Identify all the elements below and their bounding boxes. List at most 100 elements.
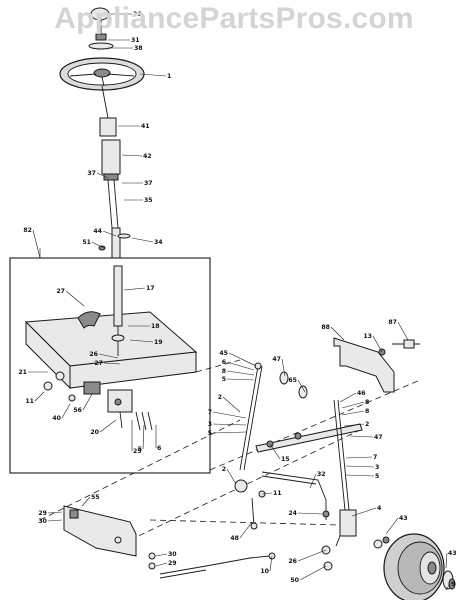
callout-leader (226, 468, 237, 485)
callout-c-87: 87 (388, 319, 409, 341)
callout-label: 35 (144, 197, 153, 204)
callout-label: 7 (208, 409, 212, 416)
callout-leader (297, 379, 306, 393)
callout-leader (343, 423, 365, 427)
callout-c-55: 55 (81, 494, 100, 507)
callout-c-2b: 2 (343, 421, 369, 428)
callout-leader (47, 511, 63, 514)
callout-c-27b: 27 (94, 360, 121, 367)
callout-c-11a: 11 (25, 391, 45, 405)
callout-c-9: 9 (445, 581, 455, 591)
callout-c-25: 25 (131, 420, 142, 455)
callout-leader (269, 443, 281, 460)
callout-leader (129, 339, 154, 343)
callout-c-47b: 47 (349, 434, 383, 441)
callout-label: 36 (133, 11, 142, 18)
callout-c-7b: 7 (345, 454, 377, 461)
front-bracket (63, 505, 156, 570)
alignment-lines (39, 359, 421, 541)
callout-c-37b: 37 (122, 180, 153, 187)
callout-c-26a: 26 (89, 351, 119, 359)
callout-c-43a: 43 (385, 515, 408, 535)
callout-c-11b: 11 (261, 490, 282, 497)
callout-c-65: 65 (288, 377, 306, 393)
callout-label: 38 (134, 45, 143, 52)
callout-label: 37 (87, 170, 96, 177)
callout-leader (82, 393, 93, 411)
callout-label: 20 (90, 429, 99, 436)
callout-label: 44 (93, 228, 102, 235)
callout-c-6a: 6 (155, 425, 161, 452)
callout-leader (261, 492, 273, 495)
callout-leader (351, 507, 377, 517)
callout-label: 8 (365, 399, 369, 406)
callout-c-21: 21 (18, 369, 48, 376)
callout-c-20: 20 (90, 419, 117, 436)
callout-label: 46 (357, 390, 366, 397)
callout-c-38: 38 (108, 45, 143, 52)
callout-leader (339, 392, 357, 403)
callout-leader (139, 73, 167, 77)
callout-label: 4 (377, 505, 382, 512)
callout-label: 87 (388, 319, 397, 326)
callout-c-5b: 5 (222, 376, 255, 383)
callout-leader (309, 473, 317, 489)
callout-c-18: 18 (128, 323, 160, 330)
callout-leader (212, 431, 247, 434)
callout-leader (330, 326, 345, 341)
callout-label: 41 (141, 123, 150, 130)
callout-c-44: 44 (93, 228, 117, 237)
callout-label: 29 (168, 560, 177, 567)
callout-leader (239, 521, 253, 539)
callout-leader (61, 403, 71, 419)
callout-c-5a: 5 (138, 424, 145, 453)
callout-c-30b: 30 (155, 551, 177, 558)
callout-label: 30 (168, 551, 177, 558)
callout-c-19: 19 (129, 339, 163, 346)
callout-leader (155, 562, 168, 567)
callout-leader (345, 456, 373, 459)
callout-leader (103, 362, 121, 365)
callout-c-29b: 29 (155, 560, 177, 567)
callout-label: 2 (222, 466, 226, 473)
callout-leader (212, 423, 247, 426)
callout-leader (121, 154, 143, 157)
callout-c-4: 4 (351, 505, 382, 517)
callout-label: 3 (208, 421, 212, 428)
callout-label: 15 (281, 456, 290, 463)
callout-label: 43 (399, 515, 408, 522)
callout-c-27a: 27 (56, 288, 85, 307)
callout-leader (47, 519, 63, 522)
callout-leader (222, 396, 241, 413)
callout-label: 11 (25, 398, 34, 405)
callout-c-37a: 37 (87, 170, 109, 179)
callout-label: 10 (260, 568, 269, 575)
callout-c-46: 46 (339, 390, 366, 403)
callout-label: 3 (375, 464, 379, 471)
callout-label: 82 (23, 227, 32, 234)
callout-leader (445, 552, 448, 569)
callout-leader (341, 401, 365, 409)
callout-leader (349, 435, 374, 438)
callout-label: 21 (18, 369, 27, 376)
callout-c-43b: 43 (445, 550, 457, 569)
callout-label: 13 (363, 333, 372, 340)
callout-leader (34, 391, 45, 402)
callout-c-17: 17 (123, 285, 155, 292)
callout-leader (299, 565, 327, 581)
callout-c-15: 15 (269, 443, 290, 463)
callout-label: 1 (167, 73, 171, 80)
callout-label: 42 (143, 153, 152, 160)
callout-label: 27 (94, 360, 103, 367)
callout-leader (226, 370, 255, 376)
callout-label: 5 (222, 376, 226, 383)
callout-label: 88 (321, 324, 330, 331)
center-link (255, 423, 363, 453)
callout-leader (269, 555, 273, 572)
front-wheel (373, 533, 456, 603)
callout-c-48: 48 (230, 521, 253, 542)
drag-link-left (234, 362, 308, 493)
